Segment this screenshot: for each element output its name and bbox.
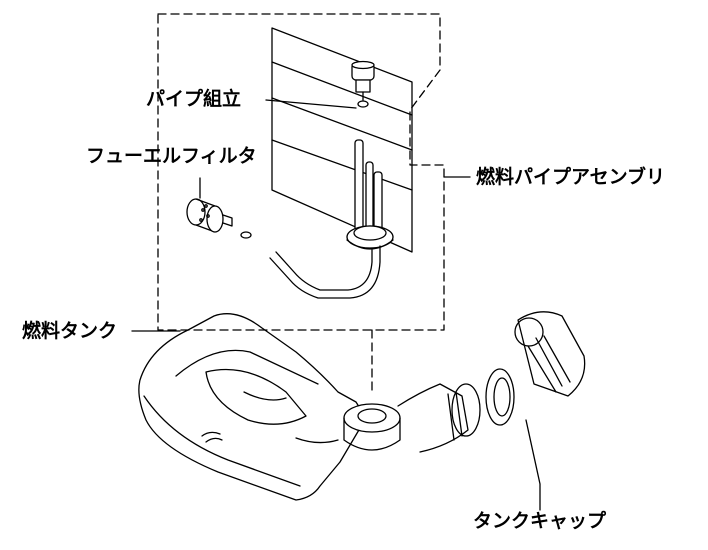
- pipe-assembly-cap: [351, 60, 375, 108]
- fuel-line-bent-inner: [275, 249, 373, 291]
- fuel-tank-drawing: [138, 313, 481, 501]
- fuel-pipes: [354, 139, 383, 233]
- label-fuel-tank: 燃料タンク: [22, 320, 118, 342]
- tank-cap-drawing: [514, 311, 586, 397]
- fuel-filter-drawing: [186, 198, 252, 239]
- label-fuel-pipe-assembly: 燃料パイプアセンブリ: [476, 166, 666, 188]
- leader-tank-cap: [525, 419, 541, 511]
- leader-pipe-assembly: [265, 99, 357, 109]
- plane-line-1: [271, 61, 413, 116]
- grommet: [346, 225, 394, 250]
- gasket-ring: [485, 368, 515, 426]
- label-pipe-assembly: パイプ組立: [146, 88, 242, 110]
- label-tank-cap: タンクキャップ: [473, 510, 607, 532]
- assembly-boundary-dashed: [157, 13, 445, 331]
- fuel-line-bent: [269, 245, 381, 299]
- plane-line-2: [271, 97, 413, 151]
- perspective-plane: [271, 27, 413, 253]
- plane-line-3: [271, 139, 413, 191]
- label-fuel-filter: フューエルフィルタ: [86, 145, 257, 167]
